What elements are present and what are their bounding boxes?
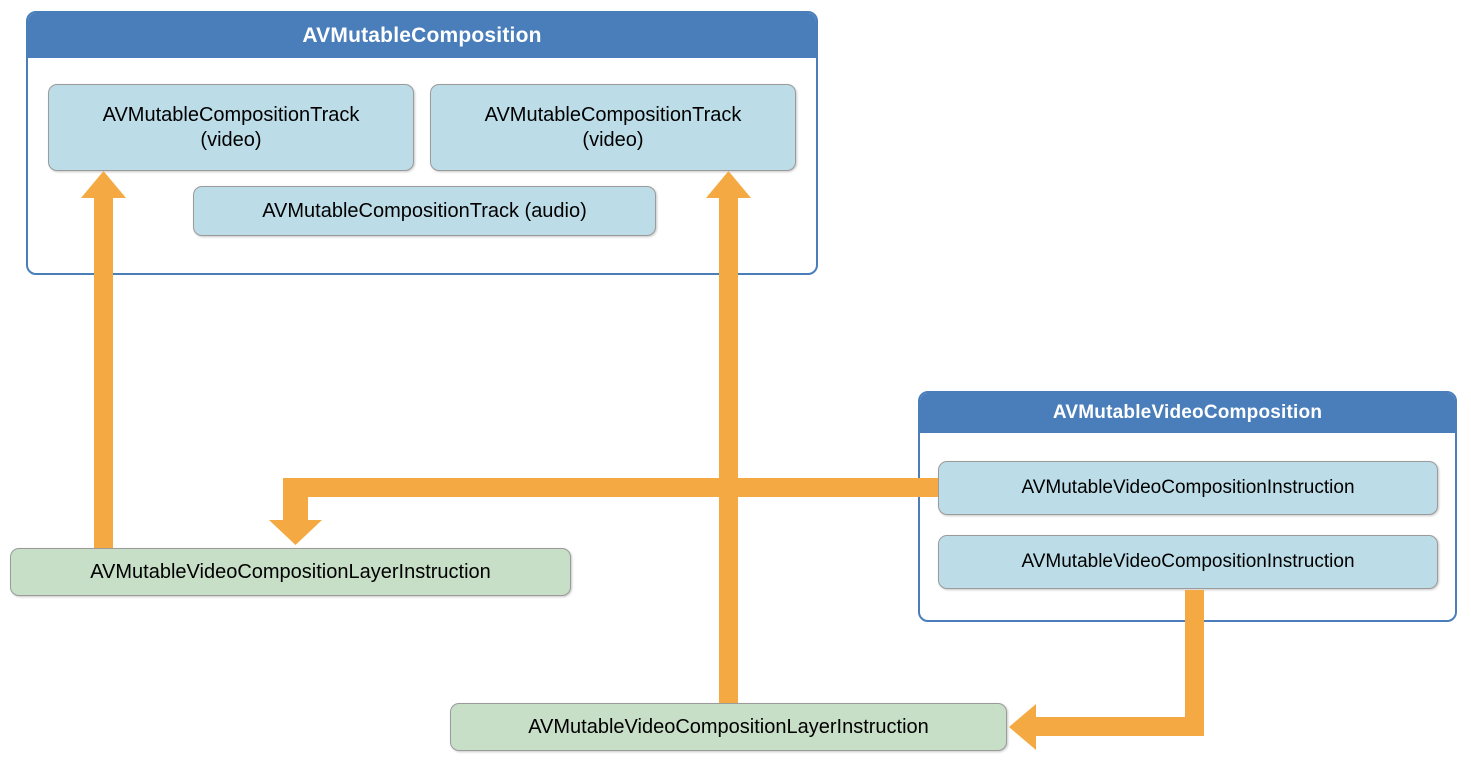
box-video-composition-layer-instruction-2: AVMutableVideoCompositionLayerInstructio… [450, 703, 1007, 751]
box-composition-track-audio: AVMutableCompositionTrack (audio) [193, 186, 656, 236]
panel-avmutablecomposition-title: AVMutableComposition [28, 13, 816, 58]
box-video-composition-instruction-2: AVMutableVideoCompositionInstruction [938, 535, 1438, 589]
arrow-instruction1-to-layer1-icon [269, 478, 938, 545]
box-composition-track-video-2: AVMutableCompositionTrack (video) [430, 84, 796, 171]
box-video-composition-layer-instruction-1: AVMutableVideoCompositionLayerInstructio… [10, 548, 571, 596]
box-composition-track-video-1: AVMutableCompositionTrack (video) [48, 84, 414, 171]
panel-avmutablevideocomposition-title: AVMutableVideoComposition [920, 393, 1455, 433]
box-video-composition-instruction-1: AVMutableVideoCompositionInstruction [938, 461, 1438, 515]
